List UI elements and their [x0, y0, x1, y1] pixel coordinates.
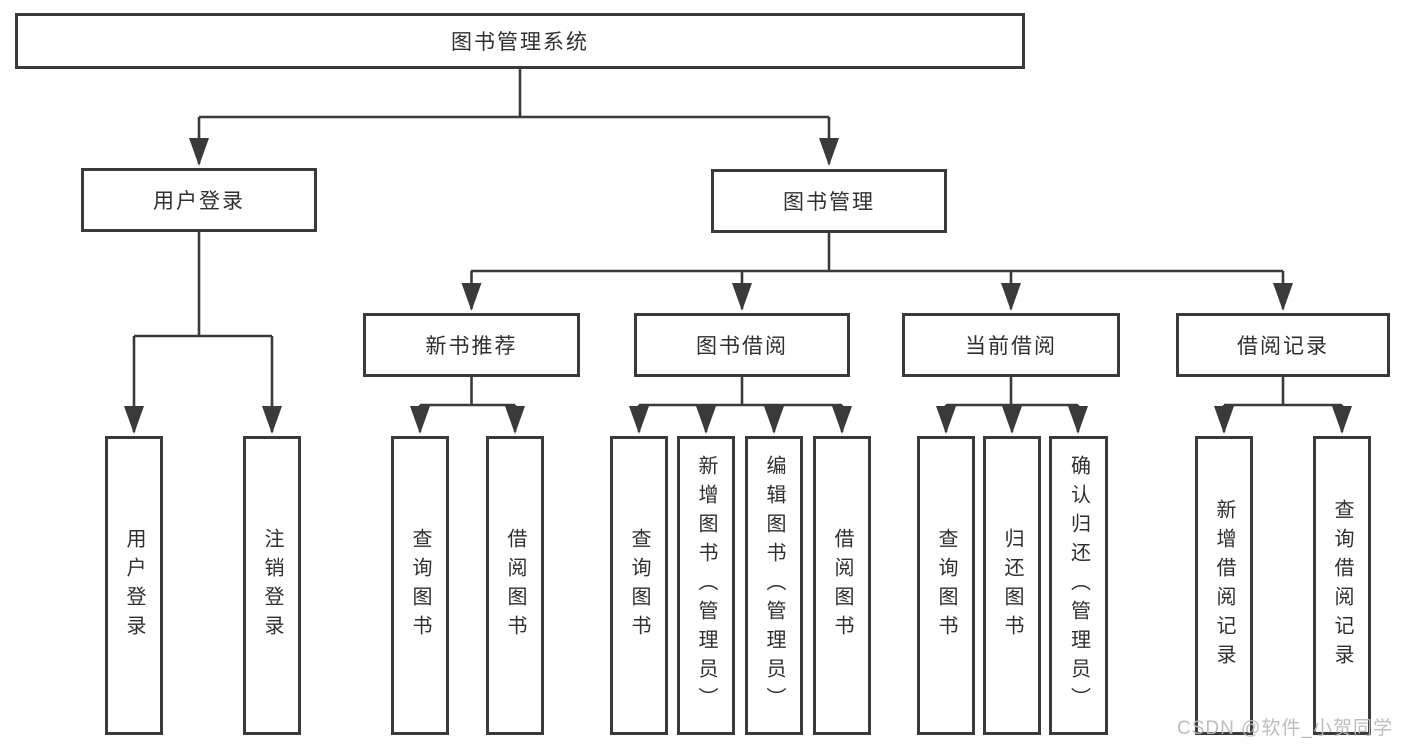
leaf-query-borrow-record: 查询借阅记录: [1313, 436, 1371, 735]
leaf-user-login: 用户登录: [105, 436, 163, 735]
node-label: 新增借阅记录: [1213, 498, 1235, 673]
leaf-borrow-books-borrowing: 借阅图书: [813, 436, 871, 735]
leaf-confirm-return-admin: 确认归还（管理员）: [1049, 436, 1108, 735]
leaf-query-books-recommend: 查询图书: [391, 436, 449, 735]
node-label: 借阅记录: [1237, 335, 1329, 358]
leaf-edit-books-admin: 编辑图书（管理员）: [745, 436, 803, 735]
node-label: 编辑图书（管理员）: [763, 455, 785, 716]
node-label: 确认归还（管理员）: [1067, 455, 1090, 716]
node-label: 查询借阅记录: [1331, 498, 1353, 673]
leaf-return-books: 归还图书: [983, 436, 1041, 735]
node-label: 新增图书（管理员）: [695, 455, 717, 716]
node-label: 用户登录: [153, 190, 245, 213]
leaf-logout: 注销登录: [243, 436, 301, 735]
node-label: 图书管理: [783, 191, 875, 214]
node-label: 借阅图书: [831, 527, 853, 644]
leaf-borrow-books-recommend: 借阅图书: [486, 436, 544, 735]
node-label: 查询图书: [628, 527, 650, 644]
csdn-watermark: CSDN @软件_小贺同学: [1177, 718, 1393, 739]
node-book-borrowing: 图书借阅: [634, 313, 850, 377]
node-label: 查询图书: [935, 527, 957, 644]
node-library-management-system: 图书管理系统: [15, 13, 1025, 69]
node-book-management: 图书管理: [711, 169, 947, 233]
node-label: 借阅图书: [504, 527, 526, 644]
node-label: 查询图书: [409, 527, 431, 644]
node-label: 归还图书: [1001, 527, 1023, 644]
node-current-borrowing: 当前借阅: [902, 313, 1120, 377]
leaf-query-books-current: 查询图书: [917, 436, 975, 735]
node-new-book-recommendation: 新书推荐: [363, 313, 580, 377]
node-label: 新书推荐: [425, 335, 518, 358]
leaf-add-borrow-record: 新增借阅记录: [1195, 436, 1253, 735]
leaf-query-books-borrowing: 查询图书: [610, 436, 668, 735]
leaf-add-books-admin: 新增图书（管理员）: [677, 436, 735, 735]
node-user-login: 用户登录: [81, 168, 317, 232]
node-label: 图书管理系统: [451, 31, 589, 54]
node-borrowing-records: 借阅记录: [1176, 313, 1390, 377]
node-label: 用户登录: [123, 527, 145, 644]
node-label: 当前借阅: [965, 335, 1057, 358]
node-label: 注销登录: [261, 527, 283, 644]
node-label: 图书借阅: [696, 335, 788, 358]
